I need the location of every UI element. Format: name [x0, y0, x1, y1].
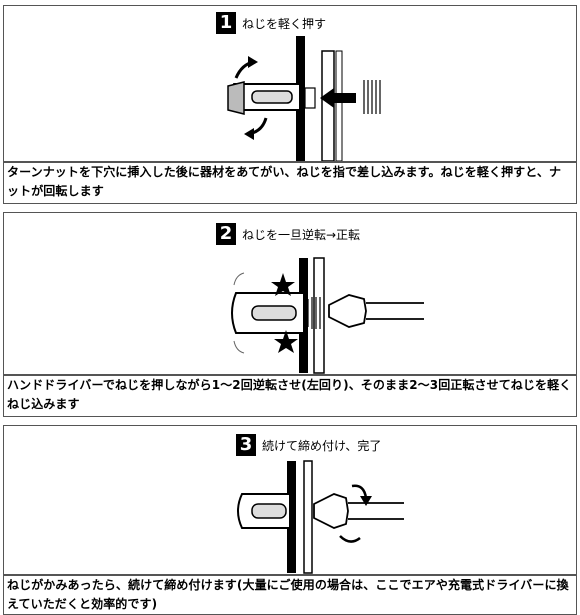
step1-diagram — [227, 36, 381, 161]
curved-arrow-icon — [339, 535, 361, 543]
step3-title: 続けて締め付け、完了 — [262, 438, 382, 453]
step2-diagram — [231, 257, 424, 374]
step1-illustration-panel: 1 ねじを軽く押す — [3, 5, 577, 162]
star-icon — [274, 330, 298, 353]
step3-heading: 3 続けて締め付け、完了 — [236, 434, 381, 456]
step2-caption: ハンドドライバーでねじを押しながら1～2回逆転させ(左回り)、そのまま2～3回正… — [3, 375, 577, 417]
step1-caption: ターンナットを下穴に挿入した後に器材をあてがい、ねじを指で差し込みます。ねじを軽… — [3, 162, 577, 204]
step2-number: 2 — [216, 223, 236, 245]
step2-title: ねじを一旦逆転→正転 — [242, 227, 361, 242]
curved-arrow-icon — [351, 484, 368, 499]
step3-caption: ねじがかみあったら、続けて締め付けます(大量にご使用の場合は、ここでエアや充電式… — [3, 575, 577, 615]
step2-heading: 2 ねじを一旦逆転→正転 — [216, 223, 360, 245]
step3-number: 3 — [236, 434, 256, 456]
step2-illustration-panel: 2 ねじを一旦逆転→正転 — [3, 212, 577, 375]
step3-illustration-panel: 3 続けて締め付け、完了 — [3, 425, 577, 575]
step3-diagram — [237, 460, 404, 574]
star-icon — [271, 273, 295, 296]
step1-heading: 1 ねじを軽く押す — [216, 12, 326, 34]
step1-title: ねじを軽く押す — [242, 16, 327, 31]
right-arrow-icon — [320, 88, 356, 108]
step1-number: 1 — [216, 12, 236, 34]
